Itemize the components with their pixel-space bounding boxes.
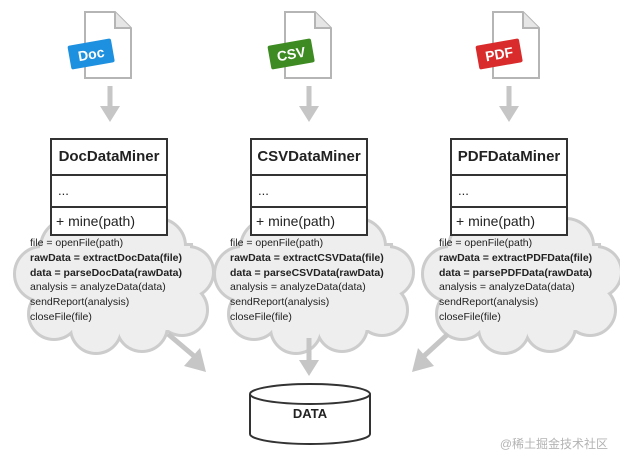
doc-badge-label: Doc bbox=[77, 44, 106, 64]
class-method: + mine(path) bbox=[56, 213, 135, 229]
code-line: analysis = analyzeData(data) bbox=[230, 281, 366, 294]
code-line: sendReport(analysis) bbox=[230, 296, 330, 309]
class-fields: ... bbox=[252, 176, 366, 208]
doc-file-icon: Doc bbox=[67, 11, 132, 79]
code-line: sendReport(analysis) bbox=[439, 296, 539, 309]
code-line: file = openFile(path) bbox=[30, 237, 124, 249]
csv-file-icon: CSV bbox=[267, 11, 332, 79]
database-label: DATA bbox=[292, 406, 328, 421]
code-line: rawData = extractDocData(file) bbox=[30, 251, 183, 264]
class-method: + mine(path) bbox=[256, 213, 335, 229]
pdf-data-miner-class: PDFDataMiner ... + mine(path) bbox=[450, 138, 568, 236]
arrow-pdf-cloud-to-database bbox=[412, 332, 450, 372]
class-method: + mine(path) bbox=[456, 213, 535, 229]
code-line: closeFile(file) bbox=[30, 310, 92, 323]
pdf-badge-label: PDF bbox=[484, 44, 515, 65]
class-name: DocDataMiner bbox=[52, 140, 166, 176]
code-line: closeFile(file) bbox=[439, 310, 501, 323]
csv-file-badge bbox=[267, 38, 315, 70]
csv-data-miner-class: CSVDataMiner ... + mine(path) bbox=[250, 138, 368, 236]
arrow-pdf-to-class bbox=[499, 86, 519, 122]
class-fields: ... bbox=[52, 176, 166, 208]
arrow-csv-cloud-to-database bbox=[299, 338, 319, 376]
pdf-file-badge bbox=[475, 38, 523, 70]
csv-mine-code: file = openFile(path) rawData = extractC… bbox=[230, 236, 384, 325]
code-line: file = openFile(path) bbox=[230, 237, 324, 249]
pdf-file-icon: PDF bbox=[475, 11, 540, 79]
code-line: closeFile(file) bbox=[230, 310, 292, 323]
code-line: analysis = analyzeData(data) bbox=[30, 281, 166, 294]
arrow-doc-cloud-to-database bbox=[166, 332, 206, 372]
code-line: data = parseCSVData(rawData) bbox=[230, 266, 384, 279]
class-name: CSVDataMiner bbox=[252, 140, 366, 176]
arrow-doc-to-class bbox=[100, 86, 120, 122]
code-line: data = parsePDFData(rawData) bbox=[439, 266, 593, 279]
doc-file-badge bbox=[67, 38, 115, 70]
csv-badge-label: CSV bbox=[276, 43, 308, 64]
code-line: data = parseDocData(rawData) bbox=[30, 266, 183, 279]
code-line: rawData = extractPDFData(file) bbox=[439, 251, 593, 264]
doc-data-miner-class: DocDataMiner ... + mine(path) bbox=[50, 138, 168, 236]
code-line: sendReport(analysis) bbox=[30, 296, 130, 309]
pdf-mine-code: file = openFile(path) rawData = extractP… bbox=[439, 236, 592, 325]
arrow-csv-to-class bbox=[299, 86, 319, 122]
code-line: rawData = extractCSVData(file) bbox=[230, 251, 384, 264]
database-cylinder bbox=[249, 383, 371, 445]
class-fields: ... bbox=[452, 176, 566, 208]
code-line: file = openFile(path) bbox=[439, 237, 533, 249]
watermark: @稀土掘金技术社区 bbox=[499, 437, 608, 451]
class-name: PDFDataMiner bbox=[452, 140, 566, 176]
code-line: analysis = analyzeData(data) bbox=[439, 281, 575, 294]
doc-mine-code: file = openFile(path) rawData = extractD… bbox=[30, 236, 182, 325]
